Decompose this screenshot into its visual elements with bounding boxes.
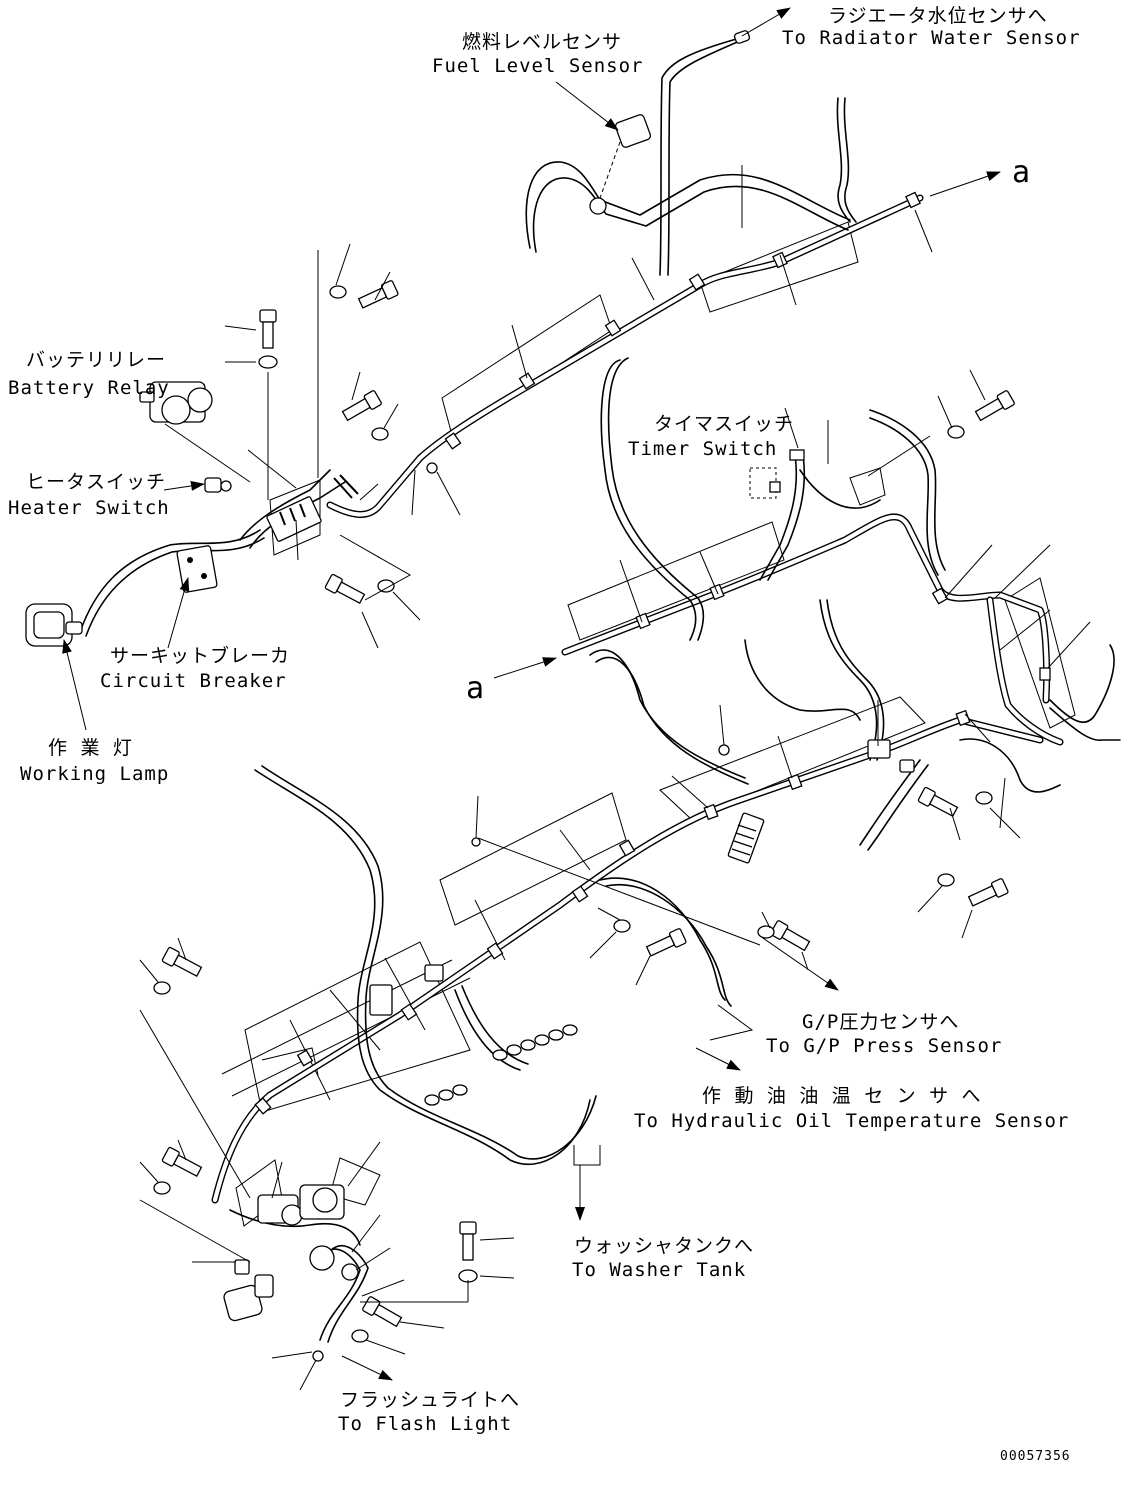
lamp-label-jp: 作 業 灯 xyxy=(48,737,133,759)
ref-a-mid: a xyxy=(466,671,484,706)
relay-block-part xyxy=(727,739,915,864)
radiator-label-jp: ラジエータ水位センサへ xyxy=(828,5,1048,27)
lower-relays-part xyxy=(223,1184,359,1322)
fasteners xyxy=(153,280,1015,1362)
ref-a-top: a xyxy=(1012,155,1030,190)
fuse-connectors-part xyxy=(369,964,578,1106)
radiator-label-en: To Radiator Water Sensor xyxy=(782,27,1081,49)
flow-arrows xyxy=(62,7,1001,1381)
leader-lines xyxy=(139,165,1091,1391)
battery-label-jp: バッテリリレー xyxy=(26,349,166,371)
battery-label-en: Battery Relay xyxy=(8,377,170,399)
breaker-label-en: Circuit Breaker xyxy=(100,670,287,692)
flash-label-en: To Flash Light xyxy=(338,1413,512,1435)
washer-label-jp: ウォッシャタンクへ xyxy=(574,1235,754,1257)
flash-label-jp: フラッシュライトへ xyxy=(340,1389,520,1411)
timer-switch-part xyxy=(749,449,805,499)
labels: ラジエータ水位センサへ To Radiator Water Sensor 燃料レ… xyxy=(8,5,1081,1464)
fuel-label-en: Fuel Level Sensor xyxy=(432,55,643,77)
fuel-level-sensor-part xyxy=(589,114,652,215)
radiator-connector xyxy=(733,30,751,44)
heater-label-jp: ヒータスイッチ xyxy=(26,471,166,493)
heater-switch-part xyxy=(204,477,232,493)
hyd-label-en: To Hydraulic Oil Temperature Sensor xyxy=(634,1110,1069,1132)
drawing-code: 00057356 xyxy=(1000,1449,1071,1464)
heater-label-en: Heater Switch xyxy=(8,497,170,519)
battery-relay-part xyxy=(139,381,213,425)
branch-wires xyxy=(79,37,1121,1343)
main-harness xyxy=(211,191,1064,1204)
washer-label-en: To Washer Tank xyxy=(572,1259,746,1281)
gp-label-en: To G/P Press Sensor xyxy=(766,1035,1002,1057)
breaker-label-jp: サーキットブレーカ xyxy=(110,644,290,667)
gp-label-jp: G/P圧力センサへ xyxy=(802,1011,959,1033)
timer-label-jp: タイマスイッチ xyxy=(654,413,794,435)
lamp-label-en: Working Lamp xyxy=(20,763,169,785)
working-lamp-part xyxy=(25,603,83,647)
fuel-label-jp: 燃料レベルセンサ xyxy=(462,31,622,53)
circuit-breaker-part xyxy=(176,474,359,593)
hyd-label-jp: 作 動 油 油 温 セ ン サ へ xyxy=(702,1085,982,1107)
timer-label-en: Timer Switch xyxy=(628,438,777,460)
